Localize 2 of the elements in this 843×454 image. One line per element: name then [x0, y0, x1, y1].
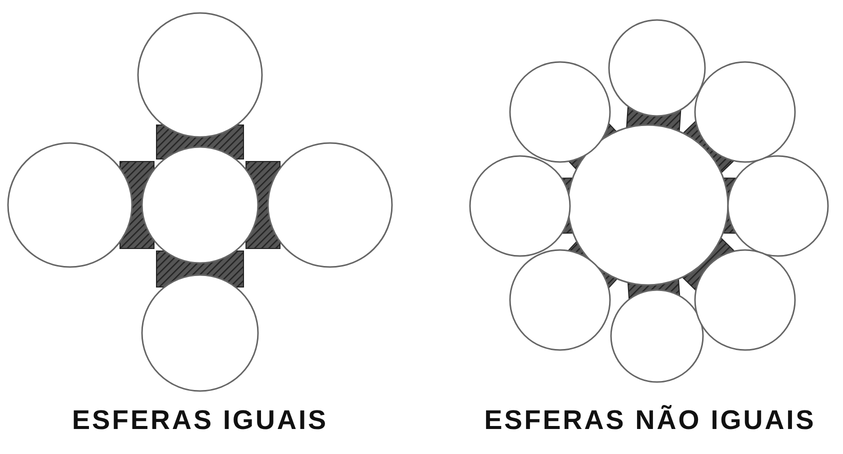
caption-text: ESFERAS NÃO IGUAIS — [484, 405, 816, 436]
caption-text: ESFERAS IGUAIS — [72, 405, 328, 436]
